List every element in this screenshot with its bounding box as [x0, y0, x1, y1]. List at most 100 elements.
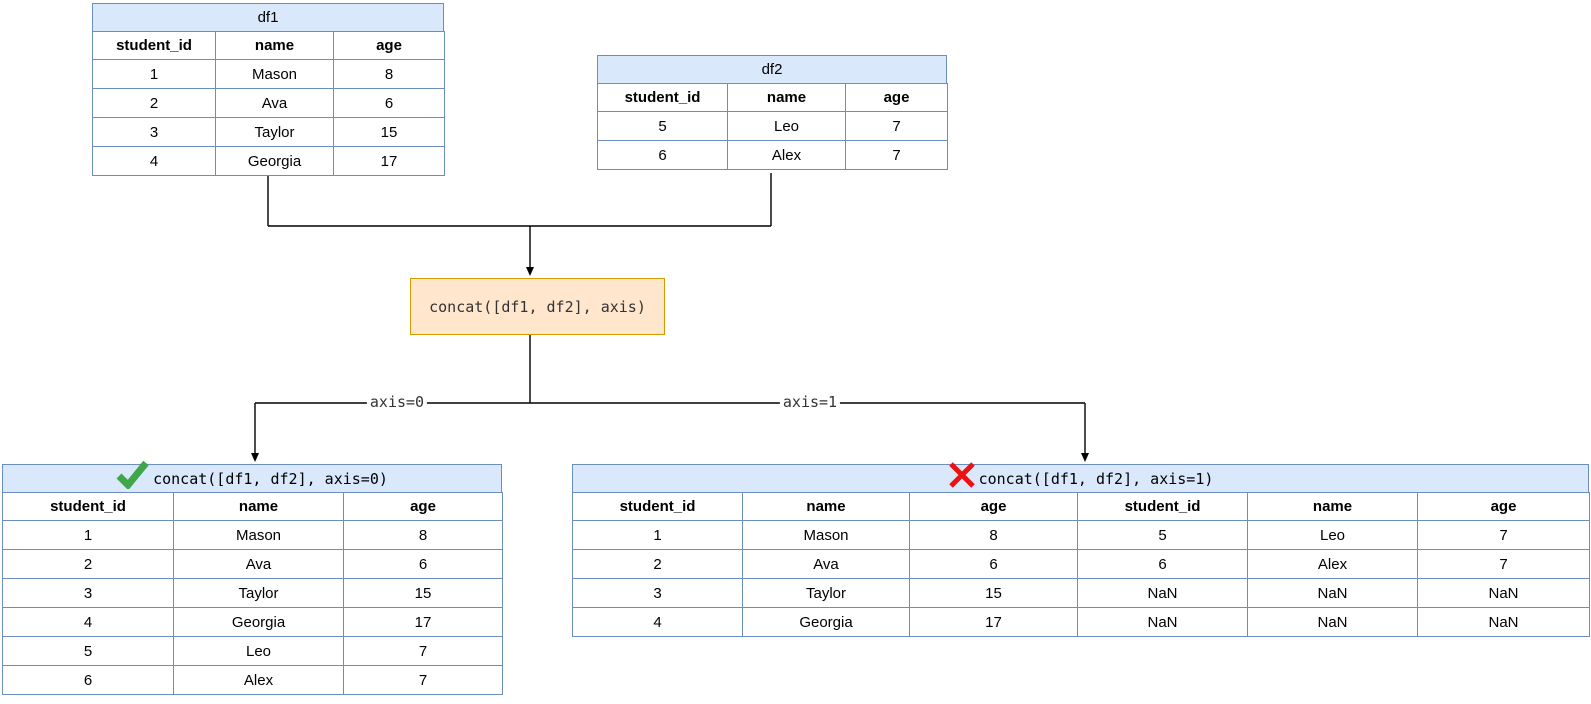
table-cell: Alex [173, 665, 344, 695]
table-cell: Mason [215, 59, 334, 89]
table-cell: 5 [597, 111, 728, 141]
table-cell: 4 [2, 607, 174, 637]
table-cell: Mason [742, 520, 910, 550]
table-cell: 15 [333, 117, 445, 147]
table-cell: 6 [333, 88, 445, 118]
table-cell: Alex [1247, 549, 1418, 579]
column-header: age [343, 492, 503, 521]
table-cell: NaN [1417, 607, 1590, 637]
table-cell: 2 [2, 549, 174, 579]
table-cell: 3 [572, 578, 743, 608]
table-result-axis0-title: concat([df1, df2], axis=0) [2, 460, 502, 492]
table-cell: 7 [1417, 520, 1590, 550]
column-header: age [333, 31, 445, 60]
concat-operation-label: concat([df1, df2], axis) [429, 297, 646, 316]
table-title-text: concat([df1, df2], axis=1) [978, 469, 1214, 488]
branch-label-axis0: axis=0 [366, 394, 428, 411]
table-cell: Taylor [173, 578, 344, 608]
table-df1-title: df1 [92, 3, 444, 31]
table-cell: Ava [215, 88, 334, 118]
table-title-text: df2 [761, 61, 783, 78]
column-header: student_id [597, 83, 728, 112]
table-result-axis1-title: concat([df1, df2], axis=1) [572, 461, 1589, 492]
table-cell: 7 [1417, 549, 1590, 579]
table-cell: 2 [572, 549, 743, 579]
column-header: student_id [572, 492, 743, 521]
column-header: name [173, 492, 344, 521]
table-cell: Ava [173, 549, 344, 579]
table-cell: Taylor [742, 578, 910, 608]
table-cell: 6 [343, 549, 503, 579]
column-header: student_id [2, 492, 174, 521]
table-cell: 15 [343, 578, 503, 608]
table-cell: 6 [1077, 549, 1248, 579]
table-cell: 17 [909, 607, 1078, 637]
table-cell: 3 [2, 578, 174, 608]
column-header: age [845, 83, 948, 112]
table-title-text: df1 [257, 9, 279, 26]
table-cell: 6 [597, 140, 728, 170]
table-cell: Leo [727, 111, 846, 141]
column-header: name [742, 492, 910, 521]
table-cell: 17 [343, 607, 503, 637]
column-header: name [727, 83, 846, 112]
branch-label-axis1: axis=1 [779, 394, 841, 411]
column-header: age [1417, 492, 1590, 521]
table-cell: Alex [727, 140, 846, 170]
table-cell: 5 [2, 636, 174, 666]
column-header: age [909, 492, 1078, 521]
table-cell: Leo [1247, 520, 1418, 550]
table-cell: 1 [2, 520, 174, 550]
column-header: name [215, 31, 334, 60]
table-cell: 6 [2, 665, 174, 695]
table-cell: 6 [909, 549, 1078, 579]
table-cell: 2 [92, 88, 216, 118]
table-cell: 17 [333, 146, 445, 176]
table-cell: 1 [572, 520, 743, 550]
table-cell: 3 [92, 117, 216, 147]
table-cell: NaN [1077, 607, 1248, 637]
check-icon [116, 459, 150, 489]
table-cell: Leo [173, 636, 344, 666]
table-cell: Georgia [173, 607, 344, 637]
table-cell: 7 [343, 665, 503, 695]
table-cell: Taylor [215, 117, 334, 147]
table-cell: NaN [1417, 578, 1590, 608]
table-cell: Mason [173, 520, 344, 550]
concat-operation-box: concat([df1, df2], axis) [410, 278, 665, 335]
table-cell: 8 [333, 59, 445, 89]
column-header: student_id [1077, 492, 1248, 521]
table-cell: 8 [343, 520, 503, 550]
column-header: name [1247, 492, 1418, 521]
table-cell: 15 [909, 578, 1078, 608]
table-cell: 1 [92, 59, 216, 89]
table-cell: 4 [92, 146, 216, 176]
table-cell: NaN [1077, 578, 1248, 608]
column-header: student_id [92, 31, 216, 60]
